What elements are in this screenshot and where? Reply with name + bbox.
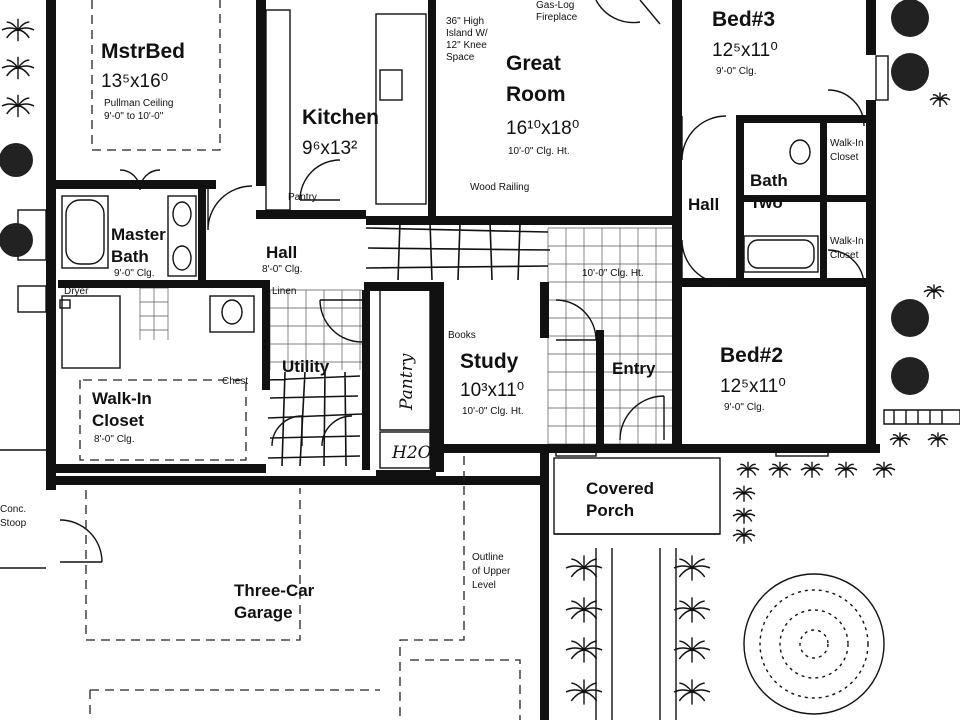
study-dims: 10³x11⁰ bbox=[460, 380, 524, 401]
upper-level-note-1: Outline bbox=[472, 552, 504, 563]
bath-two-name-2: Two bbox=[750, 193, 783, 212]
room-master-bath: Master Bath 9'-0" Clg. bbox=[111, 225, 166, 279]
walkin-closet-master-name-2: Closet bbox=[92, 411, 144, 430]
hall-tile-grid bbox=[139, 227, 672, 445]
bed2-dims: 12⁵x11⁰ bbox=[720, 376, 786, 397]
dryer-label: Dryer bbox=[64, 286, 89, 297]
room-walkin-closet-right-1: Walk-In Closet bbox=[830, 138, 864, 163]
island-note-3: 12" Knee bbox=[446, 40, 487, 51]
bed3-dims: 12⁵x11⁰ bbox=[712, 40, 778, 61]
master-bed-note-1: Pullman Ceiling bbox=[104, 98, 173, 109]
books-label: Books bbox=[448, 330, 476, 341]
entry-name: Entry bbox=[612, 359, 656, 378]
fireplace-note-2: Fireplace bbox=[536, 12, 578, 23]
master-bath-name-2: Bath bbox=[111, 247, 149, 266]
room-bed3: Bed#3 12⁵x11⁰ 9'-0" Clg. bbox=[712, 8, 778, 77]
study-note: 10'-0" Clg. Ht. bbox=[462, 406, 524, 417]
master-bed-name: MstrBed bbox=[101, 40, 185, 63]
walkin-closet-right-1-name-2: Closet bbox=[830, 152, 859, 163]
upper-level-note-3: Level bbox=[472, 580, 496, 591]
room-walkin-closet-master: Walk-In Closet 8'-0" Clg. bbox=[92, 389, 152, 445]
bed2-name: Bed#2 bbox=[720, 344, 783, 367]
hall-right-name: Hall bbox=[688, 195, 719, 214]
walkin-closet-right-1-name-1: Walk-In bbox=[830, 138, 864, 149]
walkin-closet-right-2-name-1: Walk-In bbox=[830, 236, 864, 247]
conc-stoop-note-2: Stoop bbox=[0, 518, 27, 529]
entry-ceiling-note: 10'-0" Clg. Ht. bbox=[582, 268, 644, 279]
room-master-bed: MstrBed 13⁵x16⁰ Pullman Ceiling 9'-0" to… bbox=[101, 40, 185, 122]
upper-level-note-2: of Upper bbox=[472, 566, 511, 577]
pantry-handwritten: Pantry bbox=[397, 353, 417, 411]
island-note-1: 36" High bbox=[446, 16, 484, 27]
annotation-upper-level: Outline of Upper Level bbox=[472, 552, 511, 591]
room-kitchen: Kitchen 9⁶x13² Pantry bbox=[288, 106, 379, 203]
great-room-note: 10'-0" Clg. Ht. bbox=[508, 146, 570, 157]
linen-label: Linen bbox=[272, 286, 296, 297]
master-bath-note: 9'-0" Clg. bbox=[114, 268, 154, 279]
room-bed2: Bed#2 12⁵x11⁰ 9'-0" Clg. bbox=[720, 344, 786, 413]
walkin-closet-master-name-1: Walk-In bbox=[92, 389, 152, 408]
covered-porch-name-2: Porch bbox=[586, 501, 634, 520]
walkin-closet-master-note: 8'-0" Clg. bbox=[94, 434, 134, 445]
room-bath-two: Bath Two bbox=[750, 171, 788, 212]
great-room-dims: 16¹⁰x18⁰ bbox=[506, 118, 579, 139]
wood-railing-label: Wood Railing bbox=[470, 182, 529, 193]
room-study: Study 10³x11⁰ 10'-0" Clg. Ht. bbox=[460, 350, 524, 417]
study-name: Study bbox=[460, 350, 519, 373]
walkin-closet-right-2-name-2: Closet bbox=[830, 250, 859, 261]
hall-center-note: 8'-0" Clg. bbox=[262, 264, 302, 275]
kitchen-name: Kitchen bbox=[302, 106, 379, 129]
great-room-name-1: Great bbox=[506, 52, 561, 75]
dashed-outlines bbox=[79, 0, 521, 720]
room-great-room: Great Room 16¹⁰x18⁰ 10'-0" Clg. Ht. bbox=[506, 52, 579, 157]
room-garage: Three-Car Garage bbox=[234, 581, 315, 622]
room-hall-center: Hall 8'-0" Clg. Linen bbox=[262, 243, 302, 297]
master-bed-dims: 13⁵x16⁰ bbox=[101, 71, 168, 92]
annotation-island: 36" High Island W/ 12" Knee Space bbox=[446, 16, 488, 63]
kitchen-pantry-label: Pantry bbox=[288, 192, 317, 203]
room-covered-porch: Covered Porch bbox=[586, 479, 654, 520]
great-room-name-2: Room bbox=[506, 83, 566, 106]
kitchen-dims: 9⁶x13² bbox=[302, 138, 357, 159]
annotation-fireplace: Gas-Log Fireplace bbox=[536, 0, 578, 23]
bed3-note: 9'-0" Clg. bbox=[716, 66, 756, 77]
water-heater-label: H2O bbox=[391, 443, 432, 463]
walls bbox=[46, 0, 880, 720]
island-note-4: Space bbox=[446, 52, 475, 63]
island-note-2: Island W/ bbox=[446, 28, 488, 39]
bath-two-name-1: Bath bbox=[750, 171, 788, 190]
utility-name: Utility bbox=[282, 357, 330, 376]
hall-center-name: Hall bbox=[266, 243, 297, 262]
master-bed-note-2: 9'-0" to 10'-0" bbox=[104, 111, 164, 122]
annotation-conc-stoop: Conc. Stoop bbox=[0, 504, 27, 529]
covered-porch-name-1: Covered bbox=[586, 479, 654, 498]
conc-stoop-note-1: Conc. bbox=[0, 504, 26, 515]
master-bath-name-1: Master bbox=[111, 225, 166, 244]
garage-name-2: Garage bbox=[234, 603, 293, 622]
bed2-note: 9'-0" Clg. bbox=[724, 402, 764, 413]
fireplace-note-1: Gas-Log bbox=[536, 0, 574, 11]
garage-name-1: Three-Car bbox=[234, 581, 315, 600]
bed3-name: Bed#3 bbox=[712, 8, 775, 31]
room-walkin-closet-right-2: Walk-In Closet bbox=[830, 236, 864, 261]
chest-label: Chest bbox=[222, 376, 248, 387]
